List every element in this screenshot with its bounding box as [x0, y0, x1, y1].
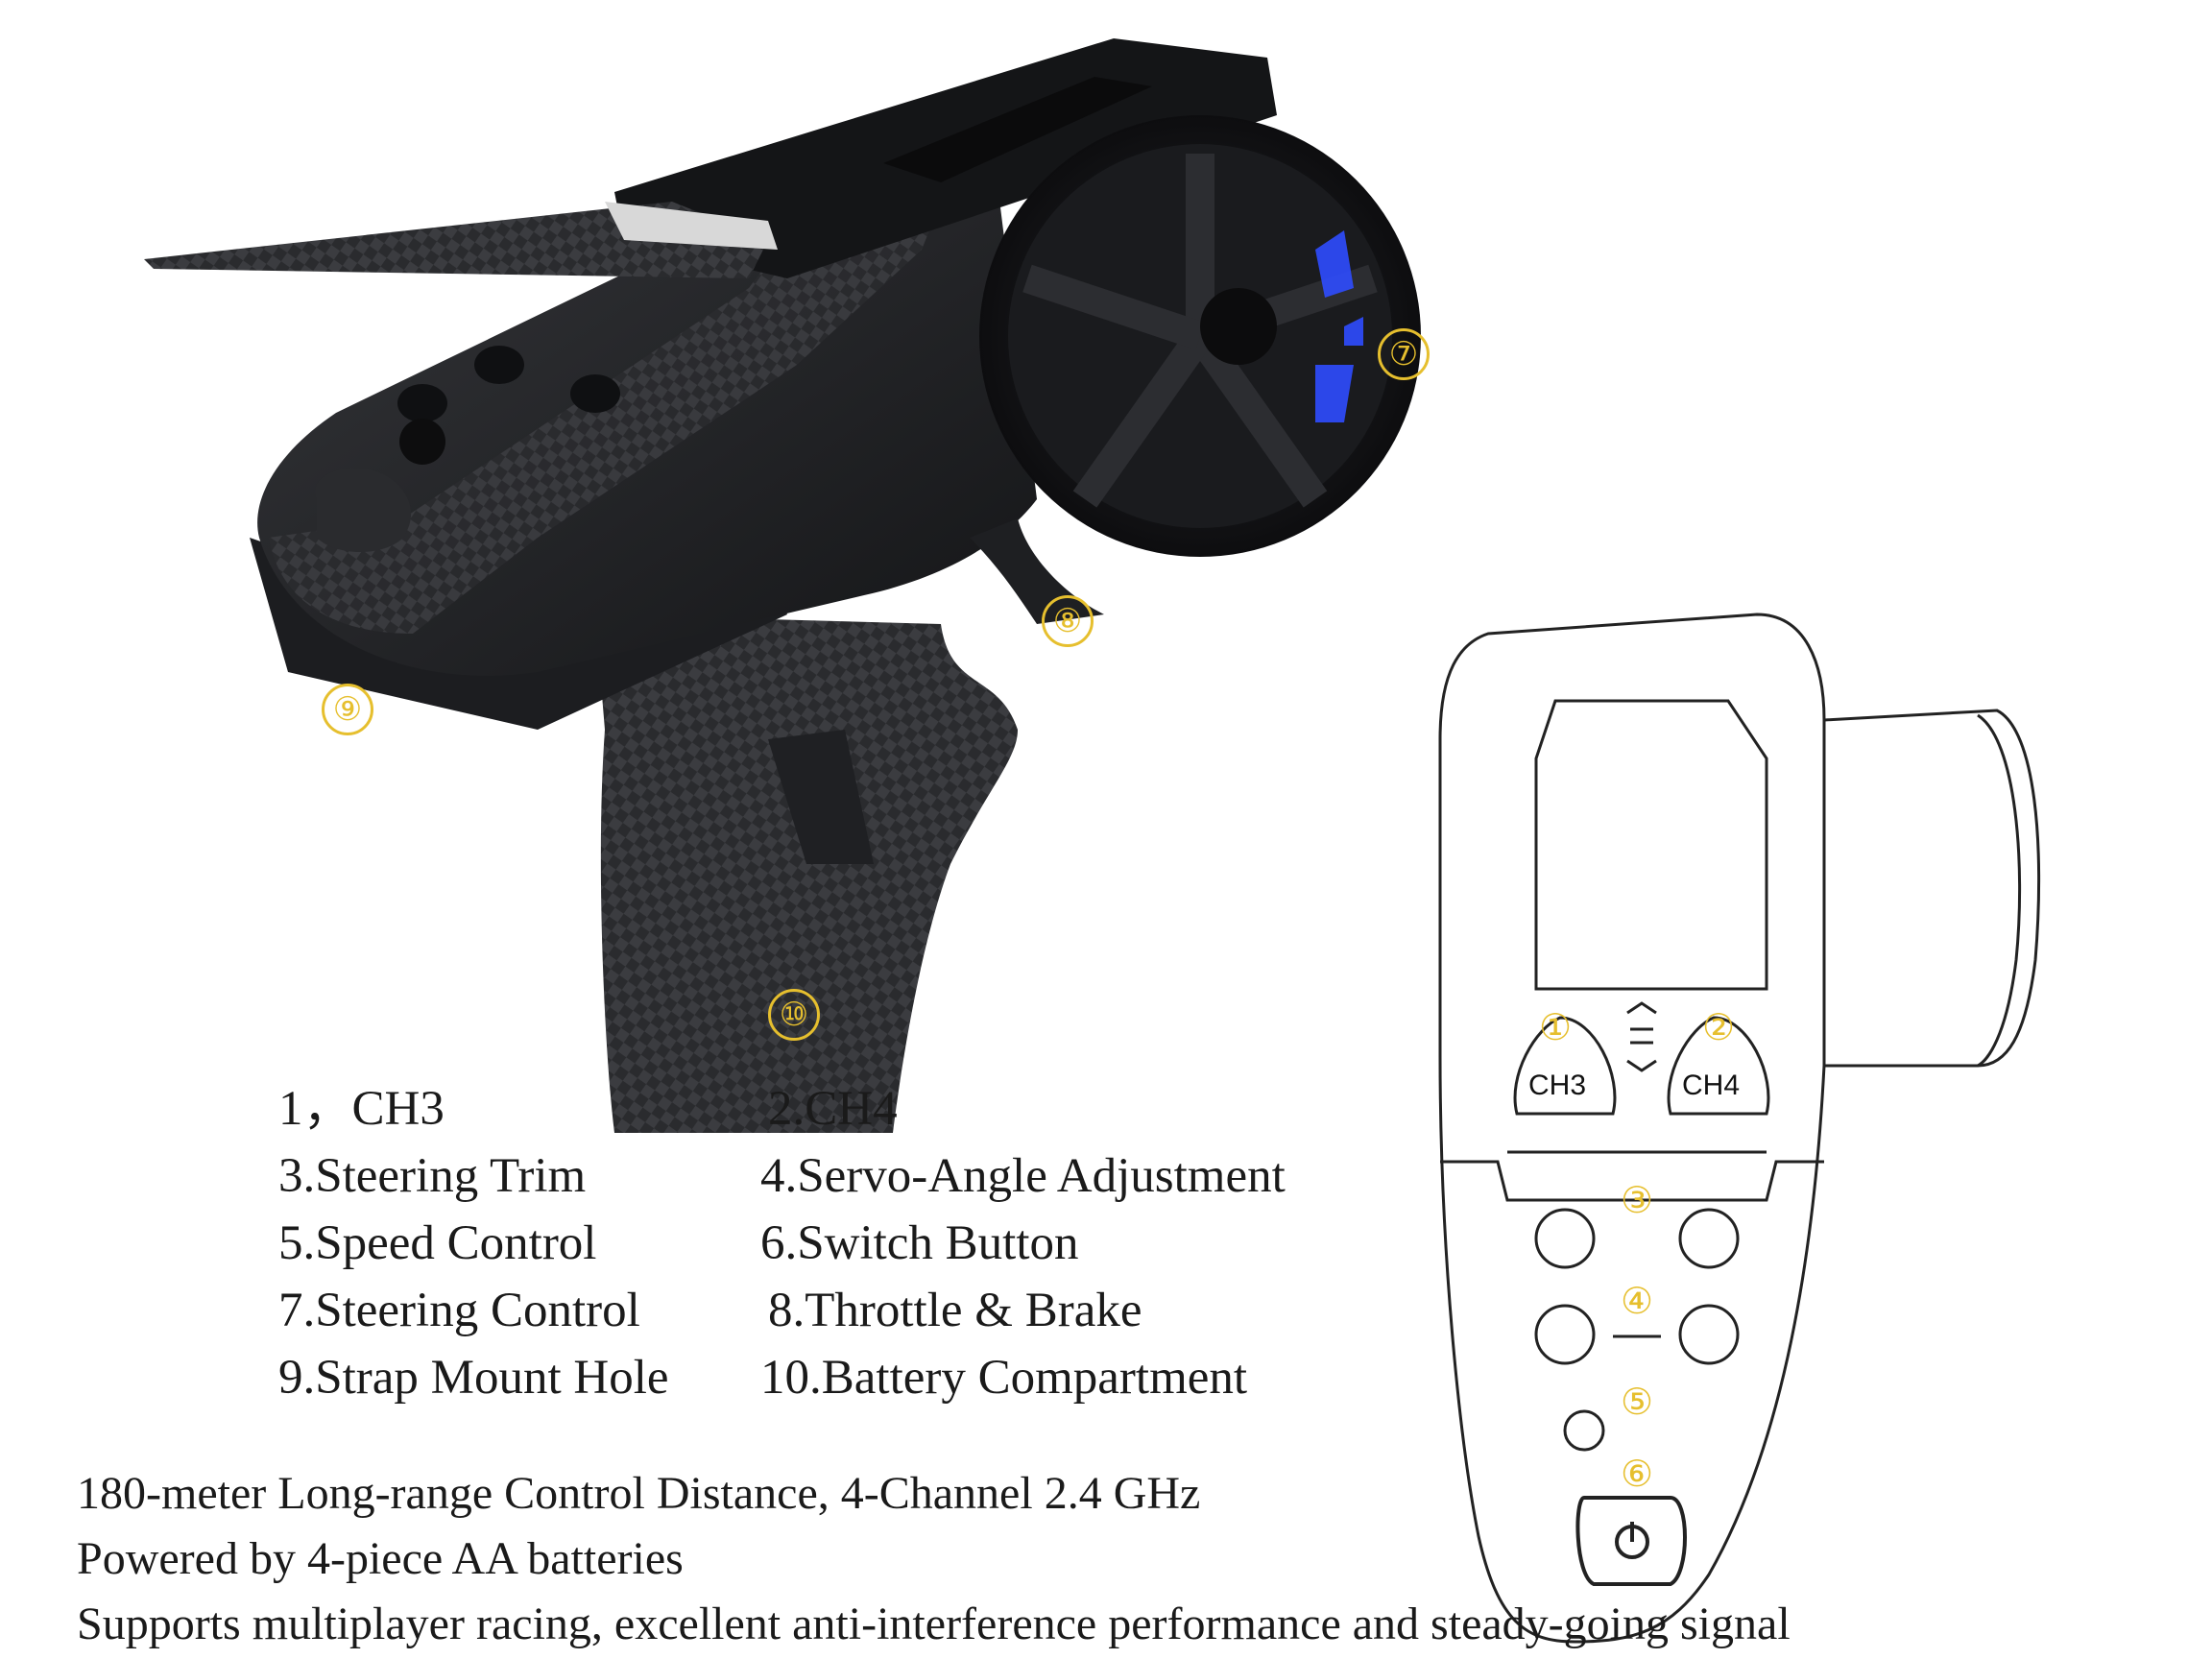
marker-7: ⑦: [1378, 328, 1430, 380]
diagram-marker-4: ④: [1620, 1281, 1654, 1322]
spec-item-6: 6.Switch Button: [760, 1216, 1079, 1270]
diagram-marker-5: ⑤: [1620, 1382, 1654, 1423]
marker-10: ⑩: [768, 989, 820, 1041]
spec-item-7: 7.Steering Control: [278, 1284, 640, 1337]
grip-handle: [595, 614, 1018, 1133]
flip-lid: [144, 202, 768, 278]
spec-item-1: 1，CH3: [278, 1082, 445, 1136]
controller-diagram: [1438, 613, 2041, 1644]
steering-wheel: [979, 115, 1421, 557]
feature-line-3: Supports multiplayer racing, excellent a…: [77, 1599, 1791, 1649]
diagram-marker-6: ⑥: [1620, 1454, 1654, 1495]
diagram-marker-2: ②: [1701, 1007, 1736, 1048]
feature-line-2: Powered by 4-piece AA batteries: [77, 1533, 684, 1584]
marker-8: ⑧: [1042, 595, 1094, 647]
spec-item-5: 5.Speed Control: [278, 1216, 597, 1270]
spec-item-10: 10.Battery Compartment: [760, 1351, 1248, 1405]
diagram-marker-1: ①: [1538, 1007, 1573, 1048]
spec-item-3: 3.Steering Trim: [278, 1149, 587, 1203]
spec-item-4: 4.Servo-Angle Adjustment: [760, 1149, 1286, 1203]
spec-item-2: 2.CH4: [768, 1082, 898, 1136]
spec-item-8: 8.Throttle & Brake: [768, 1284, 1142, 1337]
diagram-ch3-label: CH3: [1528, 1070, 1587, 1101]
diagram-ch4-label: CH4: [1682, 1070, 1741, 1101]
marker-9: ⑨: [322, 684, 373, 735]
diagram-marker-3: ③: [1620, 1180, 1654, 1221]
spec-item-9: 9.Strap Mount Hole: [278, 1351, 669, 1405]
transmitter-photo: [144, 38, 1421, 1133]
feature-line-1: 180-meter Long-range Control Distance, 4…: [77, 1468, 1201, 1519]
